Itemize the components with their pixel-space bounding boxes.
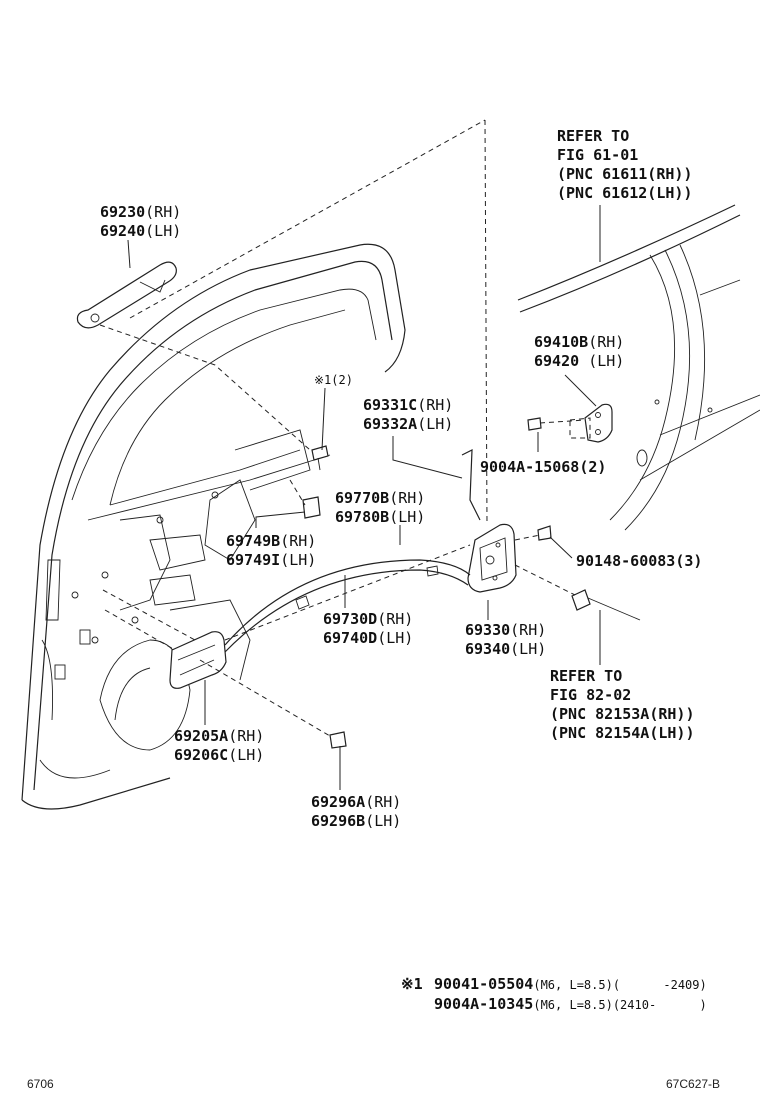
lh-suffix: (LH) bbox=[365, 812, 402, 830]
lh-suffix: (LH) bbox=[510, 640, 547, 658]
striker-screw-label: 9004A-15068(2) bbox=[480, 458, 607, 476]
rh-suffix: (RH) bbox=[228, 727, 265, 745]
leader-lines bbox=[127, 205, 601, 790]
part-number-lh: 69206C bbox=[174, 746, 229, 764]
cover-screw-label: 69296A(RH) 69296B(LH) bbox=[311, 793, 401, 831]
footnote-spec-1: (M6, L=8.5)( -2409) bbox=[533, 978, 707, 992]
footnote-mark: ※1 bbox=[401, 975, 423, 993]
part-number-lh: 69749I bbox=[226, 551, 281, 569]
rear-door-panel bbox=[21, 243, 406, 810]
refer-wire-label: REFER TO FIG 82-02 (PNC 82153A(RH)) (PNC… bbox=[550, 667, 695, 743]
rh-suffix: (RH) bbox=[280, 532, 317, 550]
refer-line-4: (PNC 82154A(LH)) bbox=[550, 724, 695, 742]
part-number-lh: 69780B bbox=[335, 508, 390, 526]
part-number-rh: 69410B bbox=[534, 333, 589, 351]
refer-line-3: (PNC 61611(RH)) bbox=[557, 165, 693, 183]
rh-suffix: (RH) bbox=[377, 610, 414, 628]
lh-suffix: (LH) bbox=[228, 746, 265, 764]
lh-suffix: (LH) bbox=[588, 352, 625, 370]
part-number-rh: 69330 bbox=[465, 621, 511, 639]
part-number-lh: 69740D bbox=[323, 629, 378, 647]
part-number-rh: 69730D bbox=[323, 610, 378, 628]
striker-part bbox=[569, 403, 613, 443]
screw-note-text: ※1(2) bbox=[314, 373, 353, 387]
rh-suffix: (RH) bbox=[365, 793, 402, 811]
part-number-rh: 69230 bbox=[100, 203, 146, 221]
rh-suffix: (RH) bbox=[145, 203, 182, 221]
lh-suffix: (LH) bbox=[280, 551, 317, 569]
part-number-lh: 69240 bbox=[100, 222, 146, 240]
part-number-rh: 69749B bbox=[226, 532, 281, 550]
inner-handle-label: 69205A(RH) 69206C(LH) bbox=[174, 727, 264, 765]
refer-line-2: FIG 61-01 bbox=[557, 146, 639, 164]
outer-handle-part bbox=[76, 261, 177, 329]
cable-outer-label: 69730D(RH) 69740D(LH) bbox=[323, 610, 413, 648]
lock-screw-label: 90148-60083(3) bbox=[576, 552, 703, 570]
cables bbox=[224, 559, 471, 653]
body-pillar bbox=[517, 204, 760, 531]
page-code-right: 67C627-B bbox=[666, 1077, 721, 1091]
footnote-row-2: 9004A-10345(M6, L=8.5)(2410- ) bbox=[434, 995, 707, 1015]
footnote-row-1: 90041-05504(M6, L=8.5)( -2409) bbox=[434, 975, 707, 995]
part-number-lh: 69420 bbox=[534, 352, 589, 370]
lh-suffix: (LH) bbox=[389, 508, 426, 526]
part-number-lh: 69296B bbox=[311, 812, 366, 830]
lh-suffix: (LH) bbox=[377, 629, 414, 647]
rh-suffix: (RH) bbox=[417, 396, 454, 414]
clip-label: 69749B(RH) 69749I(LH) bbox=[226, 532, 316, 570]
footnote-part-1: 90041-05504 bbox=[434, 975, 534, 993]
footnote-spec-2: (M6, L=8.5)(2410- ) bbox=[533, 998, 707, 1012]
refer-line-4: (PNC 61612(LH)) bbox=[557, 184, 693, 202]
refer-line-3: (PNC 82153A(RH)) bbox=[550, 705, 695, 723]
refer-line-1: REFER TO bbox=[550, 667, 623, 685]
lh-suffix: (LH) bbox=[145, 222, 182, 240]
lock-label: 69330(RH) 69340(LH) bbox=[465, 621, 546, 659]
page-code-left: 6706 bbox=[27, 1077, 54, 1091]
striker-label: 69410B(RH) 69420 (LH) bbox=[534, 333, 624, 371]
cable-inner-label: 69770B(RH) 69780B(LH) bbox=[335, 489, 425, 527]
assembly-lines bbox=[99, 119, 586, 737]
footnote-part-2: 9004A-10345 bbox=[434, 995, 534, 1013]
outer-handle-label: 69230(RH) 69240(LH) bbox=[100, 203, 181, 241]
refer-line-1: REFER TO bbox=[557, 127, 630, 145]
part-number-rh: 69331C bbox=[363, 396, 418, 414]
door-lock-part bbox=[467, 523, 517, 593]
part-number-rh: 69205A bbox=[174, 727, 229, 745]
part-number-rh: 69296A bbox=[311, 793, 366, 811]
rh-suffix: (RH) bbox=[510, 621, 547, 639]
rod-label: 69331C(RH) 69332A(LH) bbox=[363, 396, 453, 434]
rh-suffix: (RH) bbox=[588, 333, 625, 351]
rod bbox=[461, 449, 481, 521]
inner-handle-part bbox=[169, 631, 227, 689]
rh-suffix: (RH) bbox=[389, 489, 426, 507]
harness-connector bbox=[571, 589, 641, 621]
refer-line-2: FIG 82-02 bbox=[550, 686, 632, 704]
lh-suffix: (LH) bbox=[417, 415, 454, 433]
screws bbox=[302, 417, 552, 749]
part-number-lh: 69340 bbox=[465, 640, 511, 658]
part-number-rh: 69770B bbox=[335, 489, 390, 507]
refer-glass-label: REFER TO FIG 61-01 (PNC 61611(RH)) (PNC … bbox=[557, 127, 692, 203]
part-number-lh: 69332A bbox=[363, 415, 418, 433]
